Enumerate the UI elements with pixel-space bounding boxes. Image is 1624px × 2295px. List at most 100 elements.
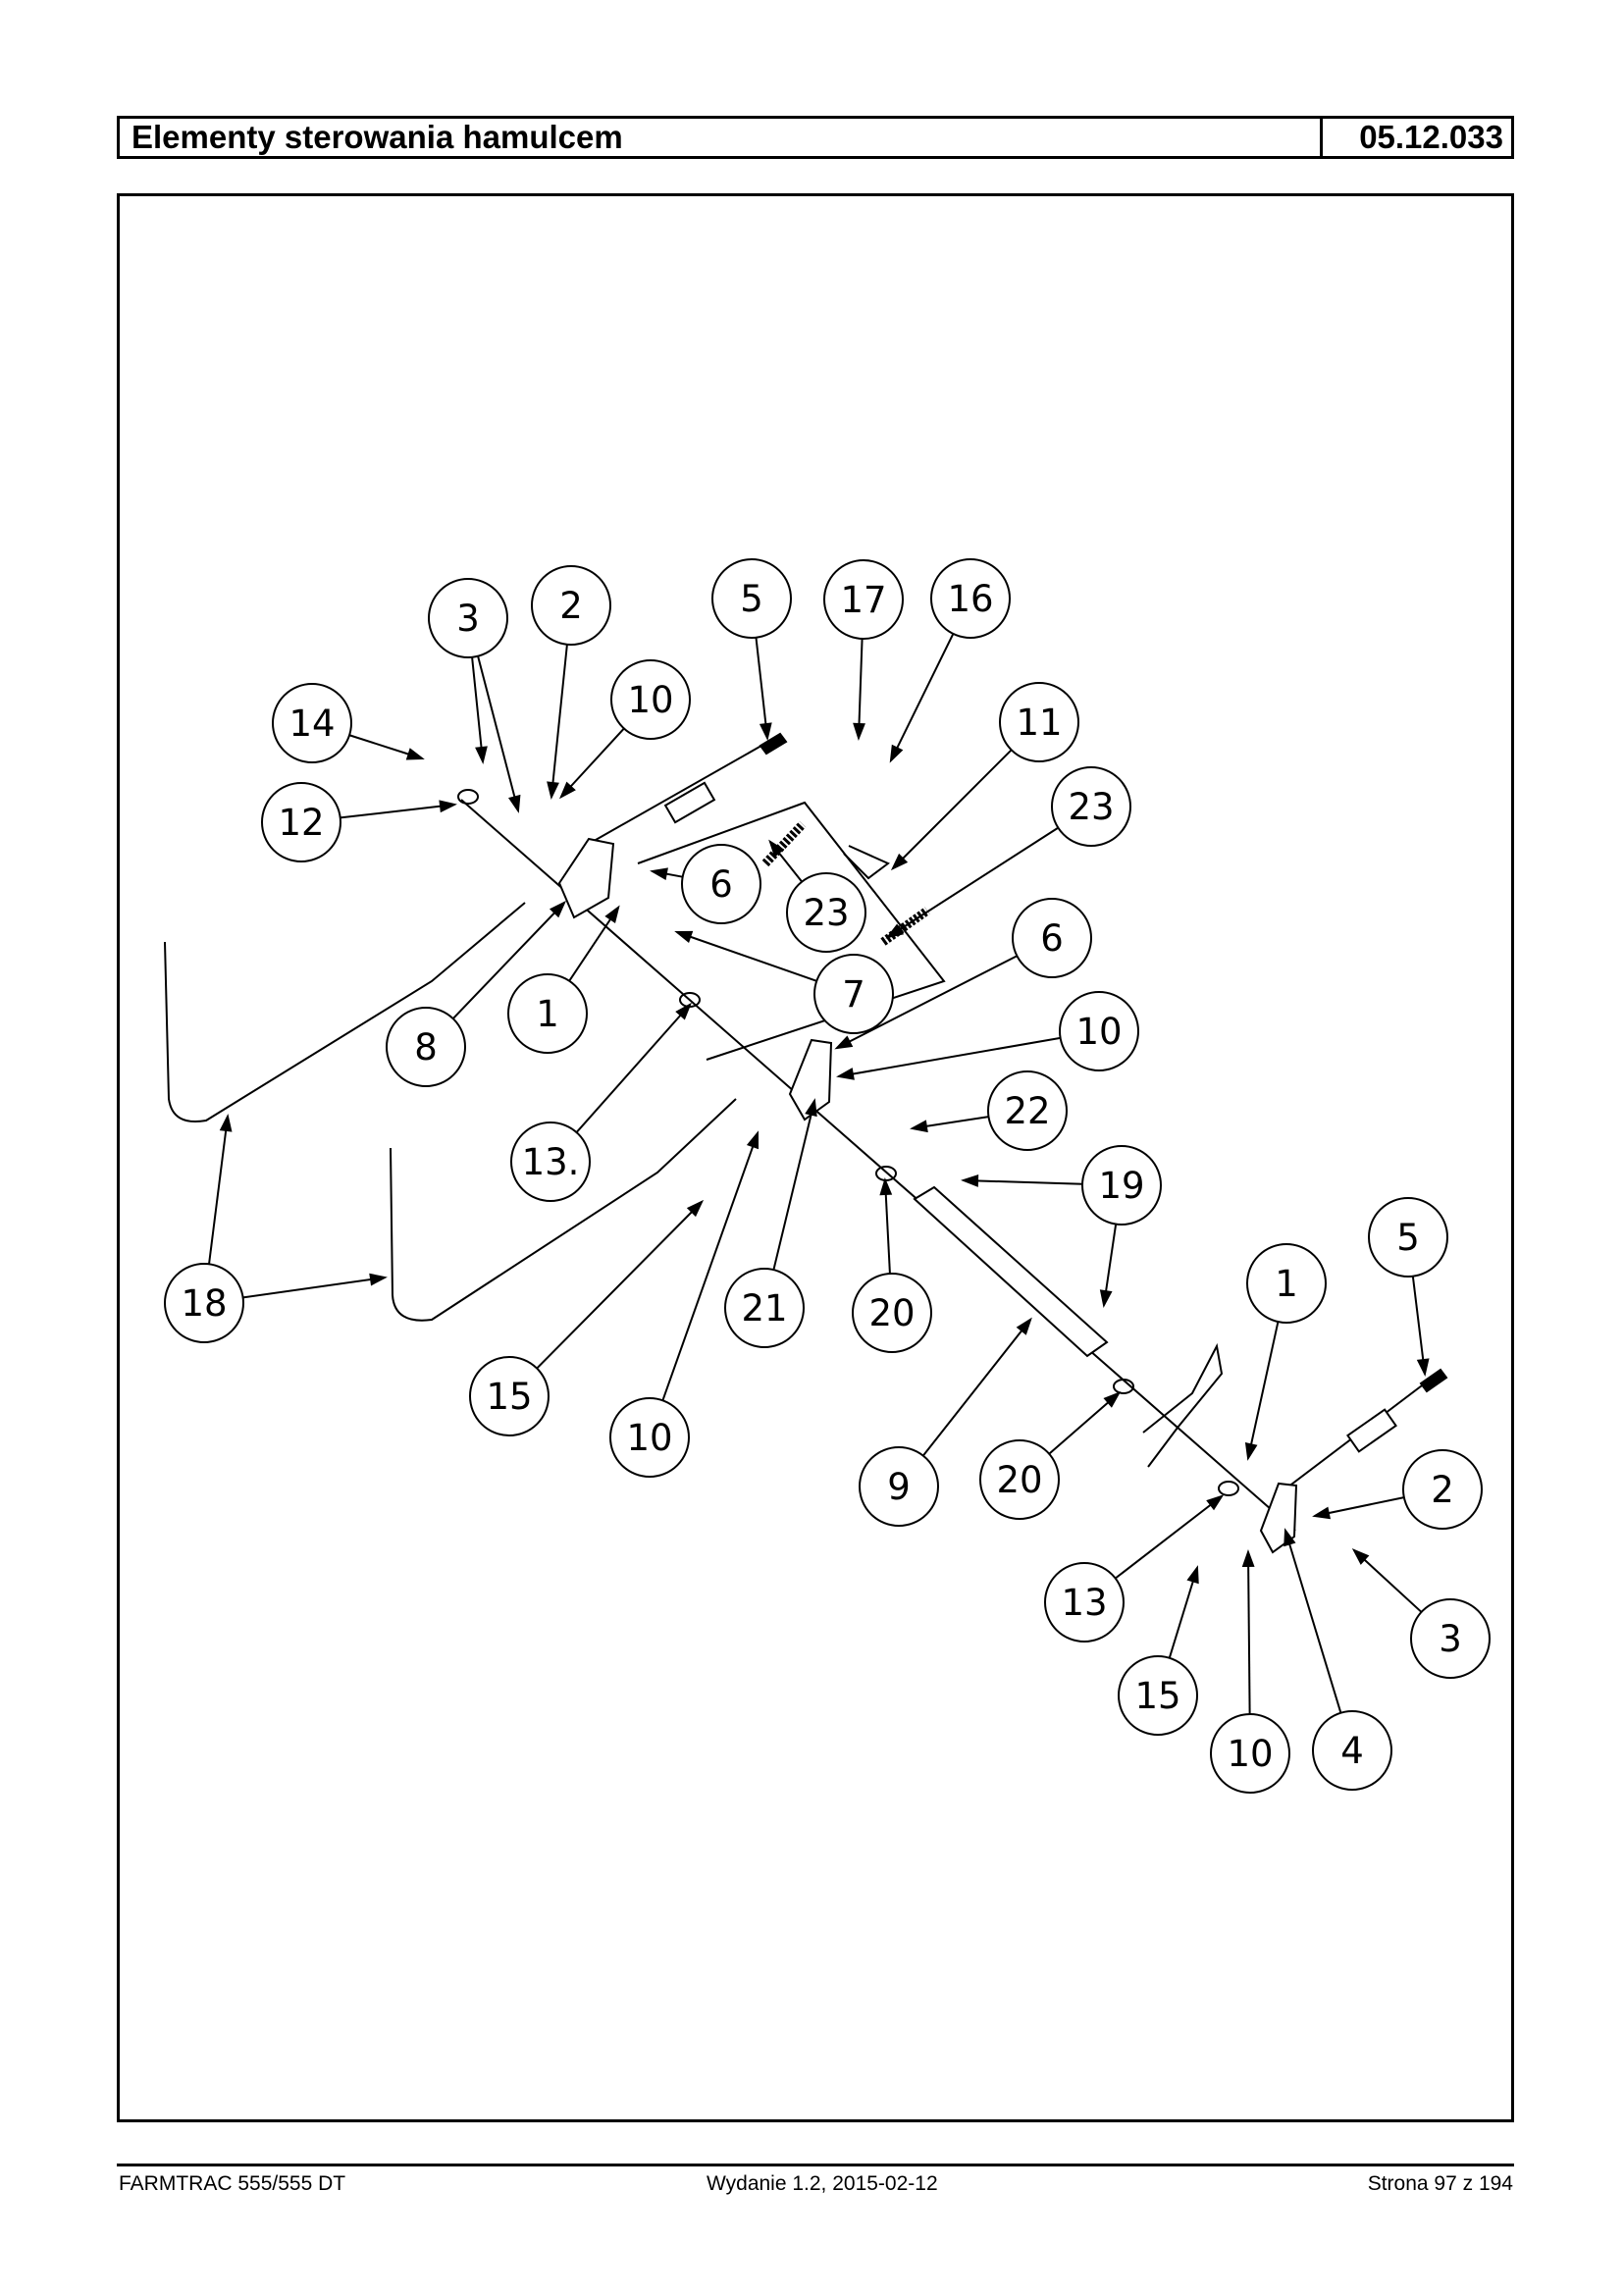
callout-number: 3 — [1439, 1618, 1462, 1660]
leader-arrowhead — [1016, 1317, 1032, 1335]
section-code: 05.12.033 — [1320, 119, 1511, 156]
callout-number: 4 — [1340, 1730, 1364, 1772]
callout-number: 10 — [1075, 1011, 1122, 1053]
leader-arrowhead — [1099, 1289, 1113, 1308]
part-callout: 16 — [930, 558, 1011, 639]
callout-circle — [1368, 1197, 1448, 1278]
leader-line — [890, 633, 955, 761]
callout-circle — [1402, 1449, 1483, 1530]
part-callout: 20 — [852, 1273, 932, 1353]
leader-line — [1284, 1530, 1342, 1714]
leader-line — [772, 1100, 815, 1271]
mounting-bracket — [1142, 1342, 1224, 1468]
leader-arrowhead — [879, 1177, 893, 1196]
callout-number: 13 — [1061, 1582, 1107, 1624]
leader-line — [676, 931, 817, 982]
callout-circle — [272, 683, 352, 763]
callout-number: 16 — [947, 578, 993, 620]
part-callout: 20 — [979, 1439, 1060, 1520]
callout-number: 10 — [626, 1417, 672, 1459]
footer-page: Strona 97 z 194 — [1367, 2172, 1513, 2195]
leader-arrowhead — [1283, 1528, 1296, 1547]
leader-line — [575, 1004, 691, 1133]
leader-line — [1314, 1496, 1405, 1517]
leader-arrowhead — [853, 722, 865, 741]
callout-number: 20 — [996, 1459, 1042, 1501]
callout-circle — [164, 1263, 244, 1343]
leader-arrowhead — [746, 1130, 760, 1150]
leader-line — [1353, 1549, 1423, 1613]
leader-line — [836, 955, 1018, 1049]
leader-line — [755, 637, 768, 739]
leader-line — [471, 656, 484, 762]
page-header: Elementy sterowania hamulcem 05.12.033 — [117, 116, 1514, 159]
leader-line — [887, 826, 1059, 938]
leader-line — [208, 1116, 229, 1265]
leader-line — [1411, 1276, 1426, 1375]
callout-number: 10 — [627, 679, 673, 721]
spring-23-upper — [761, 820, 807, 867]
leader-arrowhead — [508, 794, 521, 813]
callout-number: 2 — [559, 585, 583, 627]
callout-circle — [711, 558, 792, 639]
rod-5-upper — [588, 737, 776, 845]
leader-line — [1048, 1392, 1120, 1455]
callout-circle — [681, 844, 761, 924]
leader-arrowhead — [686, 1199, 705, 1218]
leader-line — [1115, 1495, 1223, 1580]
leader-line — [921, 1319, 1031, 1457]
leader-arrowhead — [1416, 1358, 1430, 1377]
part-callout: 15 — [469, 1356, 550, 1436]
part-callout: 10 — [609, 1397, 690, 1478]
leader-line — [340, 804, 455, 819]
part-callout: 6 — [1012, 898, 1092, 978]
leader-arrowhead — [1103, 1391, 1122, 1408]
callout-number: 13. — [522, 1141, 580, 1183]
callout-circle — [999, 682, 1079, 762]
callout-number: 6 — [709, 863, 733, 906]
leader-arrowhead — [1351, 1547, 1370, 1565]
callout-number: 12 — [278, 802, 324, 844]
part-callout: 18 — [164, 1263, 244, 1343]
leader-lines — [208, 633, 1430, 1715]
leader-arrowhead — [1206, 1494, 1225, 1511]
part-callout: 2 — [531, 565, 611, 646]
leader-arrowhead — [885, 923, 905, 939]
washer-13-lower — [1218, 1481, 1239, 1496]
leader-line — [560, 727, 625, 798]
brake-cable-18-upper — [164, 902, 526, 1122]
part-callout: 3 — [1410, 1598, 1491, 1679]
leader-arrowhead — [650, 867, 668, 881]
leader-arrowhead — [558, 781, 576, 800]
leader-arrowhead — [759, 722, 772, 741]
callout-circle — [428, 578, 508, 658]
part-callout: 8 — [386, 1007, 466, 1087]
leader-line — [1247, 1551, 1251, 1715]
leader-line — [892, 749, 1013, 869]
part-callout: 13 — [1044, 1562, 1125, 1643]
page-title: Elementy sterowania hamulcem — [131, 119, 623, 155]
leader-line — [477, 655, 519, 811]
callout-number: 6 — [1040, 917, 1064, 960]
leader-line — [838, 1036, 1061, 1077]
bracket-16 — [843, 845, 890, 880]
callout-circle — [1246, 1243, 1327, 1324]
callout-circle — [1044, 1562, 1125, 1643]
leader-arrowhead — [1244, 1441, 1258, 1461]
leader-arrowhead — [910, 1120, 928, 1133]
callout-circle — [610, 659, 691, 740]
leader-arrowhead — [1241, 1549, 1255, 1568]
part-callout: 9 — [859, 1446, 939, 1527]
callout-circle — [609, 1397, 690, 1478]
callout-circle — [813, 954, 894, 1034]
diagram-frame — [117, 193, 1514, 2122]
callout-number: 15 — [1134, 1675, 1180, 1717]
callout-circle — [507, 973, 588, 1054]
callout-circle — [1210, 1713, 1290, 1794]
callout-number: 19 — [1098, 1165, 1144, 1207]
leader-arrowhead — [369, 1273, 388, 1286]
callout-number: 17 — [840, 579, 886, 621]
leader-arrowhead — [547, 781, 559, 800]
part-callout: 17 — [823, 559, 904, 640]
